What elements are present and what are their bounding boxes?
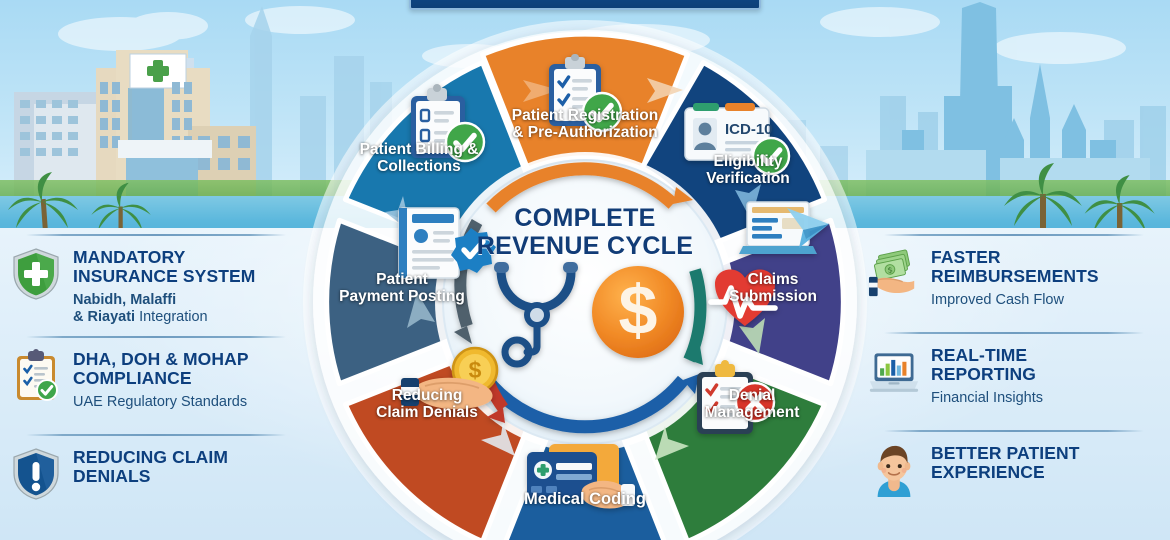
feature-mandatory-insurance-system[interactable]: MANDATORY INSURANCE SYSTEM Nabidh, Malaf… <box>10 236 302 336</box>
title-line-2: INSURANCE SYSTEM <box>73 266 256 286</box>
svg-text:$: $ <box>619 271 658 349</box>
clipboard-checklist-icon <box>10 349 62 402</box>
feature-title: BETTER PATIENT EXPERIENCE <box>931 444 1154 482</box>
title-line-1: MANDATORY <box>73 247 186 267</box>
title-line-2: DENIALS <box>73 466 151 486</box>
divider <box>884 332 1144 334</box>
shield-alert-icon <box>10 448 62 500</box>
id-card-icd10-icon: ICD-10 <box>684 103 791 176</box>
subtitle-line-1: Financial Insights <box>931 390 1044 406</box>
subtitle-line-1: Improved Cash Flow <box>931 292 1064 308</box>
feature-text: REDUCING CLAIM DENIALS <box>73 446 296 486</box>
insurance-card-hand-icon <box>527 444 635 509</box>
title-line-2: EXPERIENCE <box>931 462 1045 482</box>
hand-coin-icon: $ <box>401 346 499 410</box>
title-line-2: COMPLIANCE <box>73 368 192 388</box>
feature-title: MANDATORY INSURANCE SYSTEM <box>73 248 296 286</box>
title-line-1: DHA, DOH & MOHAP <box>73 349 249 369</box>
heartbeat-icon <box>708 269 778 326</box>
revenue-cycle-wheel: ICD-10 <box>291 8 879 540</box>
divider <box>884 234 1144 236</box>
laptop-bar-chart-icon <box>868 346 920 398</box>
dollar-coin-icon: $ <box>592 266 684 358</box>
title-line-1: BETTER PATIENT <box>931 443 1080 463</box>
skyline-illustration <box>14 2 1166 196</box>
clipboard-x-icon <box>697 360 776 434</box>
subtitle-line-1: Nabidh, Malaffi <box>73 292 177 308</box>
left-feature-list: MANDATORY INSURANCE SYSTEM Nabidh, Malaf… <box>10 234 302 532</box>
document-check-icon <box>398 207 496 279</box>
title-line-1: REDUCING CLAIM <box>73 447 229 467</box>
hub-title: COMPLETE REVENUE CYCLE <box>455 204 715 260</box>
svg-text:$: $ <box>469 357 482 383</box>
feature-title: FASTER REIMBURSEMENTS <box>931 248 1154 286</box>
clipboard-bill-icon <box>411 84 486 163</box>
feature-subtitle: Improved Cash Flow <box>931 292 1154 309</box>
page-title-banner: REVENUE CYCLE MANAGEMENT <box>409 0 761 10</box>
feature-reducing-claim-denials[interactable]: REDUCING CLAIM DENIALS <box>10 436 302 532</box>
clipboard-check-icon <box>549 54 623 133</box>
divider <box>26 434 286 436</box>
title-line-1: FASTER <box>931 247 1001 267</box>
hub-title-line-1: COMPLETE <box>514 204 656 232</box>
feature-subtitle: Financial Insights <box>931 390 1154 407</box>
subtitle-line-1: UAE Regulatory Standards <box>73 394 248 410</box>
svg-text:$: $ <box>887 265 894 275</box>
title-line-1: REAL-TIME <box>931 345 1028 365</box>
feature-subtitle: Nabidh, Malaffi & Riayati Integration <box>73 292 296 326</box>
hub-icon-row: $ <box>494 262 778 368</box>
patient-avatar-icon <box>868 444 920 497</box>
subtitle-line-2-bold: & Riayati <box>73 309 140 325</box>
feature-subtitle: UAE Regulatory Standards <box>73 394 296 411</box>
feature-text: DHA, DOH & MOHAP COMPLIANCE UAE Regulato… <box>73 348 296 411</box>
feature-text: REAL-TIME REPORTING Financial Insights <box>931 344 1154 407</box>
subtitle-line-2-rest: Integration <box>139 309 208 325</box>
laptop-send-icon <box>739 201 829 254</box>
divider <box>26 234 286 236</box>
divider <box>26 336 286 338</box>
skyline-scene <box>0 0 1170 205</box>
feature-title: DHA, DOH & MOHAP COMPLIANCE <box>73 350 296 388</box>
title-line-2: REIMBURSEMENTS <box>931 266 1099 286</box>
hand-cash-icon: $ <box>868 248 920 300</box>
feature-real-time-reporting[interactable]: REAL-TIME REPORTING Financial Insights <box>868 334 1160 430</box>
feature-title: REAL-TIME REPORTING <box>931 346 1154 384</box>
stethoscope-icon <box>494 262 578 368</box>
hub-title-line-2: REVENUE CYCLE <box>476 232 694 260</box>
feature-faster-reimbursements[interactable]: $ FASTER REIMBURSEMENTS Improved Cash Fl… <box>868 236 1160 332</box>
feature-better-patient-experience[interactable]: BETTER PATIENT EXPERIENCE <box>868 432 1160 528</box>
right-feature-list: $ FASTER REIMBURSEMENTS Improved Cash Fl… <box>868 234 1160 528</box>
title-line-2: REPORTING <box>931 364 1036 384</box>
feature-text: MANDATORY INSURANCE SYSTEM Nabidh, Malaf… <box>73 246 296 326</box>
shield-medical-cross-icon <box>10 248 62 300</box>
feature-title: REDUCING CLAIM DENIALS <box>73 448 296 486</box>
feature-text: FASTER REIMBURSEMENTS Improved Cash Flow <box>931 246 1154 309</box>
feature-text: BETTER PATIENT EXPERIENCE <box>931 442 1154 482</box>
divider <box>884 430 1144 432</box>
feature-dha-doh-mohap-compliance[interactable]: DHA, DOH & MOHAP COMPLIANCE UAE Regulato… <box>10 338 302 434</box>
wheel-diagram: ICD-10 <box>303 20 867 540</box>
icd10-label: ICD-10 <box>725 121 773 138</box>
